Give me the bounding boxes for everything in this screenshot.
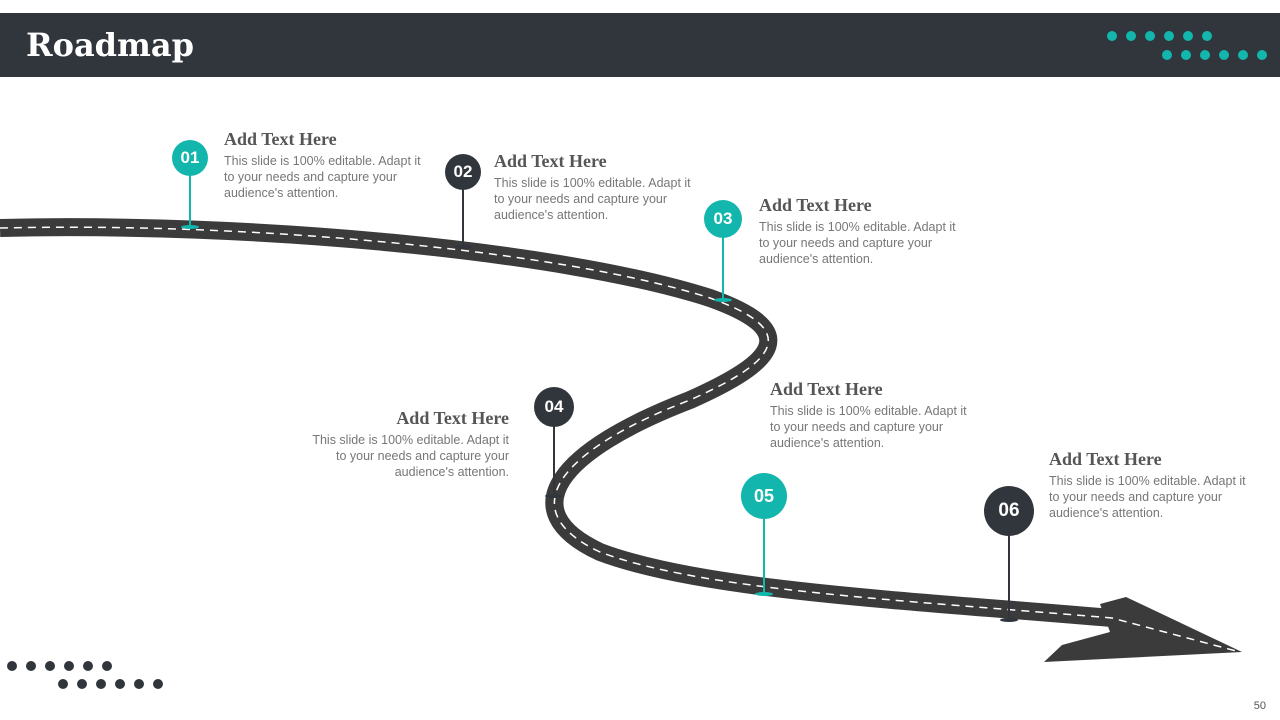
decor-dot [77, 679, 87, 689]
milestone-04-text: Add Text Here This slide is 100% editabl… [299, 408, 509, 480]
milestone-05-body: This slide is 100% editable. Adapt it to… [770, 404, 967, 450]
decor-dot [1183, 31, 1193, 41]
milestone-02-badge: 02 [445, 154, 481, 190]
milestone-04-badge: 04 [534, 387, 574, 427]
decor-dots-top-row2 [1162, 50, 1267, 60]
decor-dot [58, 679, 68, 689]
milestone-01-pin [189, 170, 191, 227]
milestone-05-badge: 05 [741, 473, 787, 519]
milestone-06-badge: 06 [984, 486, 1034, 536]
decor-dot [1126, 31, 1136, 41]
milestone-06-heading: Add Text Here [1049, 449, 1162, 469]
milestone-06-body: This slide is 100% editable. Adapt it to… [1049, 474, 1246, 520]
slide-title: Roadmap [26, 26, 195, 64]
decor-dot [7, 661, 17, 671]
page-number: 50 [1253, 700, 1266, 712]
decor-dot [45, 661, 55, 671]
decor-dot [83, 661, 93, 671]
milestone-02-body: This slide is 100% editable. Adapt it to… [494, 176, 691, 222]
decor-dots-bottom-row1 [7, 661, 112, 671]
milestone-03-text: Add Text Here This slide is 100% editabl… [759, 195, 969, 267]
milestone-04-pin-foot [545, 494, 563, 498]
milestone-04-body: This slide is 100% editable. Adapt it to… [312, 433, 509, 479]
milestone-02-heading: Add Text Here [494, 151, 607, 171]
decor-dot [1181, 50, 1191, 60]
milestone-01-badge: 01 [172, 140, 208, 176]
decor-dot [64, 661, 74, 671]
milestone-03-body: This slide is 100% editable. Adapt it to… [759, 220, 956, 266]
road-center-line [0, 226, 1241, 653]
milestone-01-body: This slide is 100% editable. Adapt it to… [224, 154, 421, 200]
decor-dot [134, 679, 144, 689]
decor-dot [1145, 31, 1155, 41]
decor-dot [115, 679, 125, 689]
decor-dots-top-row1 [1107, 31, 1212, 41]
decor-dot [1257, 50, 1267, 60]
milestone-06-pin [1008, 530, 1010, 620]
road-arrowhead [1044, 597, 1242, 662]
milestone-01-text: Add Text Here This slide is 100% editabl… [224, 129, 434, 201]
milestone-01-heading: Add Text Here [224, 129, 337, 149]
decor-dot [1219, 50, 1229, 60]
header-bar: Roadmap [0, 13, 1280, 77]
milestone-02-pin-foot [454, 245, 472, 249]
milestone-02-text: Add Text Here This slide is 100% editabl… [494, 151, 704, 223]
milestone-03-pin [722, 232, 724, 300]
decor-dots-bottom-row2 [58, 679, 163, 689]
milestone-01-pin-foot [181, 225, 199, 229]
decor-dot [102, 661, 112, 671]
decor-dot [1238, 50, 1248, 60]
milestone-04-pin [553, 420, 555, 496]
milestone-03-heading: Add Text Here [759, 195, 872, 215]
decor-dot [1202, 31, 1212, 41]
milestone-05-text: Add Text Here This slide is 100% editabl… [770, 379, 980, 451]
decor-dot [1107, 31, 1117, 41]
decor-dot [1162, 50, 1172, 60]
milestone-02-pin [462, 185, 464, 247]
milestone-04-heading: Add Text Here [396, 408, 509, 428]
milestone-05-heading: Add Text Here [770, 379, 883, 399]
decor-dot [96, 679, 106, 689]
decor-dot [26, 661, 36, 671]
milestone-05-pin-foot [755, 592, 773, 596]
milestone-05-pin [763, 512, 765, 594]
milestone-06-pin-foot [1000, 618, 1018, 622]
road-body [0, 218, 1113, 627]
decor-dot [1200, 50, 1210, 60]
milestone-03-badge: 03 [704, 200, 742, 238]
milestone-03-pin-foot [714, 298, 732, 302]
milestone-06-text: Add Text Here This slide is 100% editabl… [1049, 449, 1259, 521]
decor-dot [1164, 31, 1174, 41]
decor-dot [153, 679, 163, 689]
